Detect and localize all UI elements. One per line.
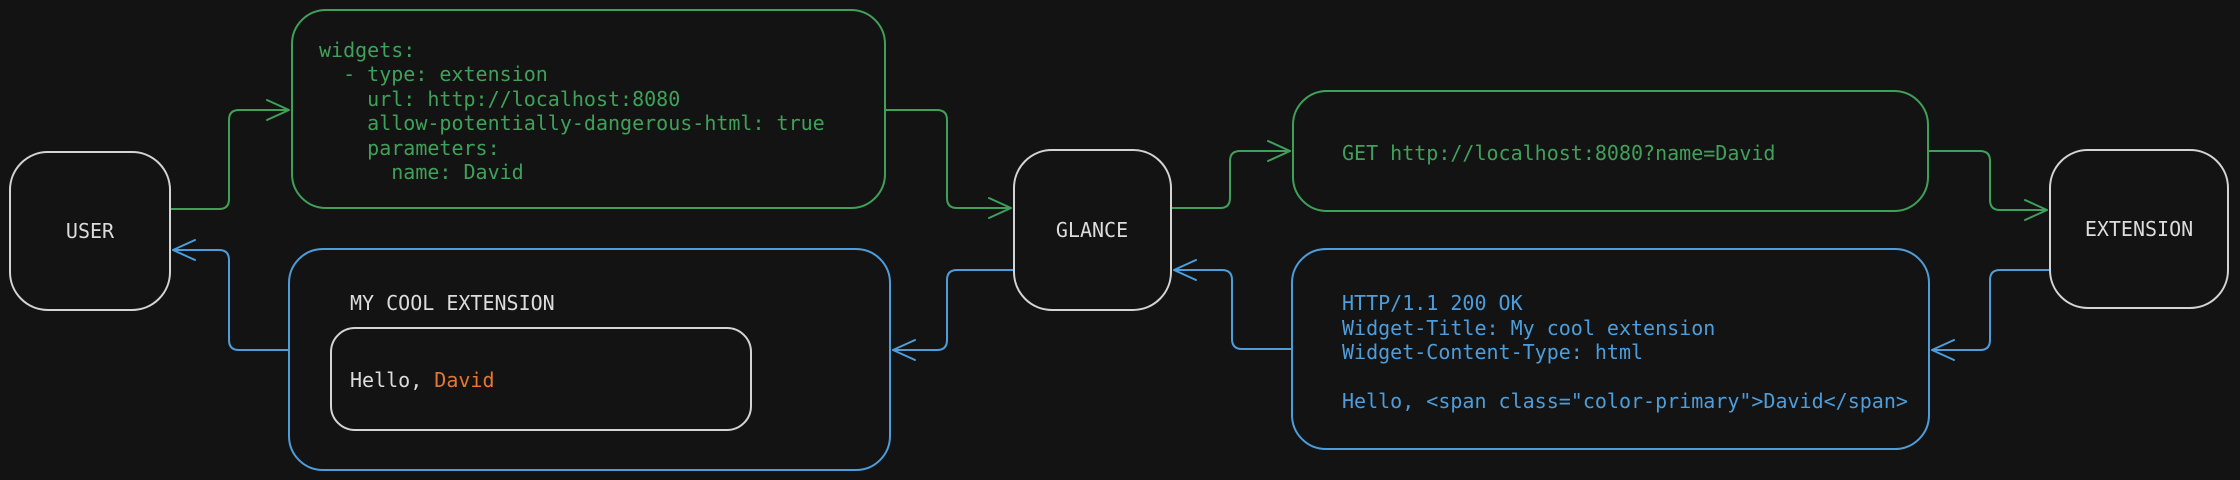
config-box — [291, 9, 886, 209]
arrow-response-to-glance — [1173, 259, 1293, 350]
config-line: allow-potentially-dangerous-html: true — [319, 111, 825, 135]
response-line: HTTP/1.1 200 OK — [1342, 291, 1523, 315]
user-node — [9, 151, 171, 311]
extension-node-label: EXTENSION — [2085, 217, 2193, 241]
request-text: GET http://localhost:8080?name=David — [1342, 141, 1775, 165]
widget-title: MY COOL EXTENSION — [350, 291, 555, 315]
widget-greeting: Hello, David — [350, 368, 495, 392]
response-box — [1291, 248, 1930, 450]
config-line: widgets: — [319, 38, 415, 62]
user-node-label: USER — [66, 219, 115, 243]
arrow-user-to-config — [169, 99, 290, 210]
request-box — [1292, 90, 1929, 212]
config-line: url: http://localhost:8080 — [319, 87, 680, 111]
greeting-name: David — [434, 368, 494, 392]
config-line: name: David — [319, 160, 524, 184]
arrow-widget-to-user — [172, 239, 290, 351]
config-line: parameters: — [319, 136, 500, 160]
widget-inner-box — [330, 327, 752, 431]
glance-node — [1013, 149, 1172, 311]
arrow-config-to-glance — [884, 109, 1012, 219]
arrow-glance-to-request — [1170, 140, 1291, 209]
glance-node-label: GLANCE — [1056, 218, 1128, 242]
config-line: - type: extension — [319, 62, 548, 86]
arrow-extension-to-response — [1931, 269, 2051, 361]
extension-node — [2049, 149, 2229, 309]
response-line: Widget-Content-Type: html — [1342, 340, 1643, 364]
response-line: Hello, <span class="color-primary">David… — [1342, 389, 1908, 413]
arrow-glance-to-widget — [892, 269, 1015, 361]
greeting-prefix: Hello, — [350, 368, 434, 392]
response-line: Widget-Title: My cool extension — [1342, 316, 1715, 340]
arrow-request-to-extension — [1927, 150, 2048, 221]
